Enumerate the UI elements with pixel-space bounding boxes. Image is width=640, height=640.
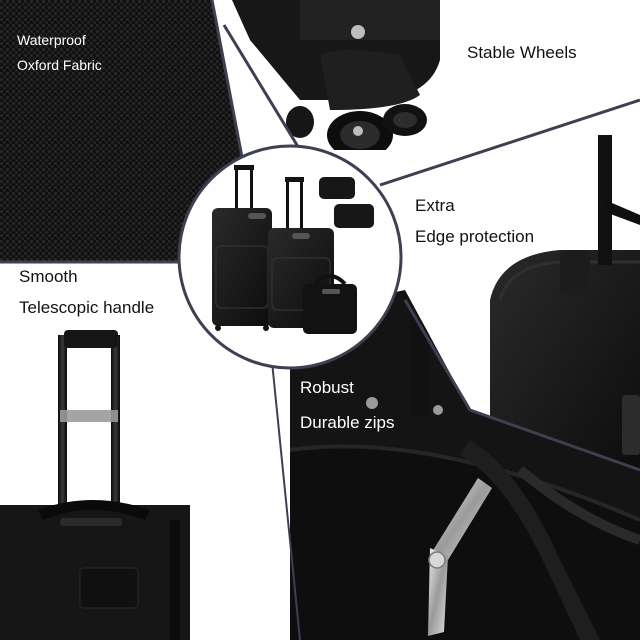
fabric-label-line1: Waterproof [17,32,86,48]
edge-label-line2: Edge protection [415,227,535,246]
rivet-icon [351,25,365,39]
zipper-pull-illustration [428,478,492,636]
zips-label-line2: Durable zips [300,413,395,432]
handle-label-line1: Smooth [19,267,78,286]
handle-panel [0,330,190,640]
wheels-label: Stable Wheels [467,43,577,62]
fabric-panel [0,0,262,262]
edge-label-line1: Extra [415,196,455,215]
handle-label-line2: Telescopic handle [19,298,155,317]
fabric-label-line2: Oxford Fabric [17,57,102,73]
zips-label-line1: Robust [300,378,354,397]
luggage-set-illustration [177,144,403,370]
